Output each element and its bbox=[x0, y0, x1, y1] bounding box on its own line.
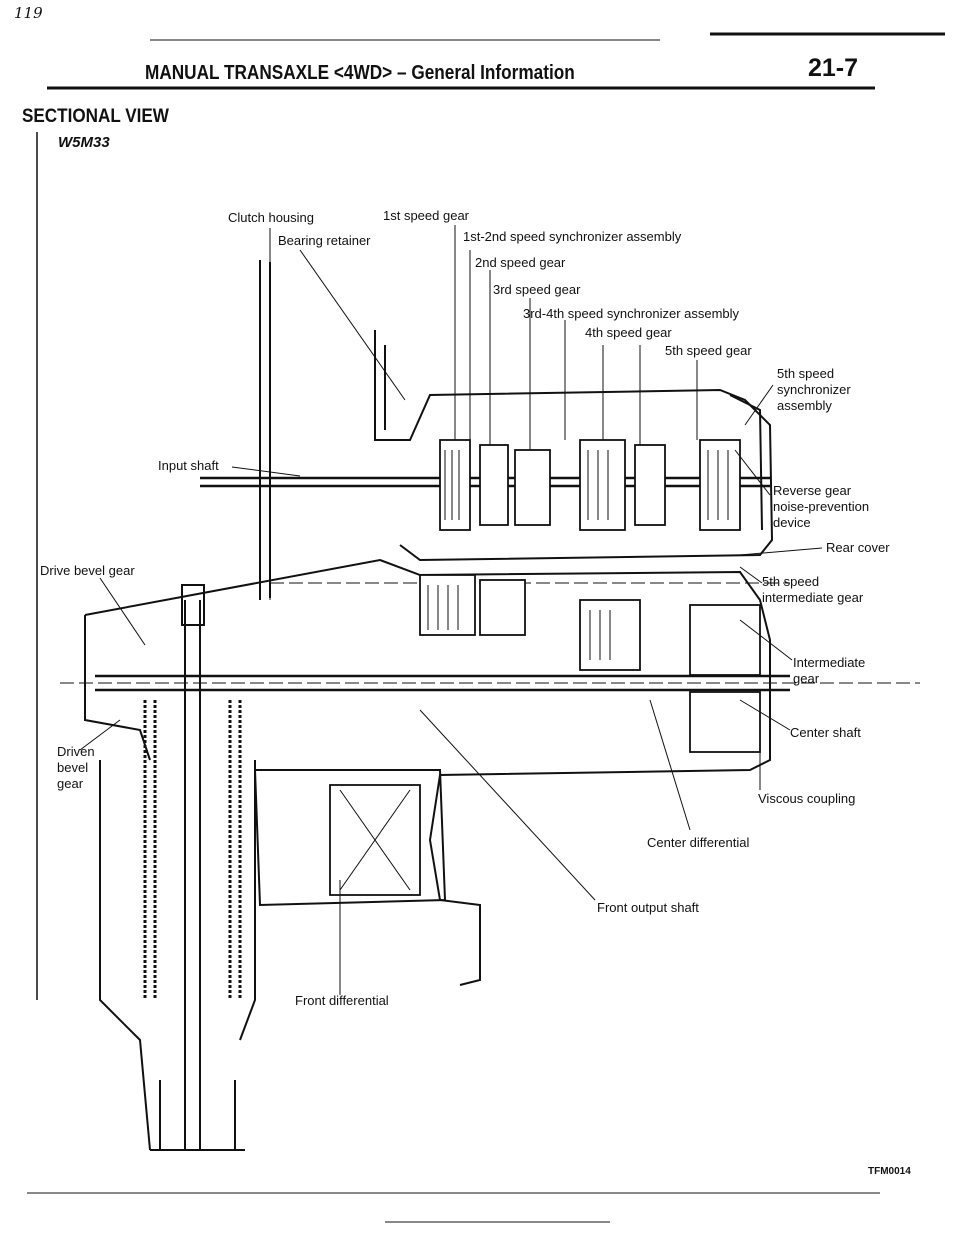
label-line: Intermediate bbox=[793, 655, 866, 670]
label-drive-bevel-gear: Drive bevel gear bbox=[40, 563, 135, 578]
label-line: synchronizer bbox=[777, 382, 851, 397]
label-input-shaft: Input shaft bbox=[158, 458, 219, 473]
label-line: Reverse gear bbox=[773, 483, 852, 498]
label-front-output-shaft: Front output shaft bbox=[597, 900, 699, 915]
page-number: 21-7 bbox=[808, 54, 859, 82]
section-title: SECTIONAL VIEW bbox=[22, 106, 169, 127]
label-clutch-housing: Clutch housing bbox=[228, 210, 314, 225]
label-line: noise-prevention bbox=[773, 499, 870, 514]
label-viscous-coupling: Viscous coupling bbox=[758, 791, 856, 806]
handwritten-note: 119 bbox=[14, 4, 43, 22]
label-line: Driven bbox=[57, 744, 95, 759]
label-center-shaft: Center shaft bbox=[790, 725, 861, 740]
label-line: 5th speed bbox=[777, 366, 835, 381]
model-code: W5M33 bbox=[58, 134, 110, 151]
figure-code: TFM0014 bbox=[868, 1166, 911, 1177]
label-5th-speed-gear: 5th speed gear bbox=[665, 343, 752, 358]
label-line: gear bbox=[57, 776, 84, 791]
label-line: assembly bbox=[777, 398, 832, 413]
label-2nd-speed-gear: 2nd speed gear bbox=[475, 255, 566, 270]
label-1st-2nd-synchronizer: 1st-2nd speed synchronizer assembly bbox=[463, 229, 682, 244]
label-line: gear bbox=[793, 671, 820, 686]
label-front-differential: Front differential bbox=[295, 993, 389, 1008]
label-1st-speed-gear: 1st speed gear bbox=[383, 208, 470, 223]
label-3rd-speed-gear: 3rd speed gear bbox=[493, 282, 581, 297]
header-title: MANUAL TRANSAXLE <4WD> – General Informa… bbox=[145, 62, 575, 84]
label-line: bevel bbox=[57, 760, 89, 775]
label-line: intermediate gear bbox=[762, 590, 864, 605]
label-bearing-retainer: Bearing retainer bbox=[278, 233, 371, 248]
label-3rd-4th-synchronizer: 3rd-4th speed synchronizer assembly bbox=[523, 306, 740, 321]
label-4th-speed-gear: 4th speed gear bbox=[585, 325, 672, 340]
label-line: device bbox=[773, 515, 811, 530]
label-center-differential: Center differential bbox=[647, 835, 750, 850]
label-rear-cover: Rear cover bbox=[826, 540, 890, 555]
label-line: 5th speed bbox=[762, 574, 820, 589]
